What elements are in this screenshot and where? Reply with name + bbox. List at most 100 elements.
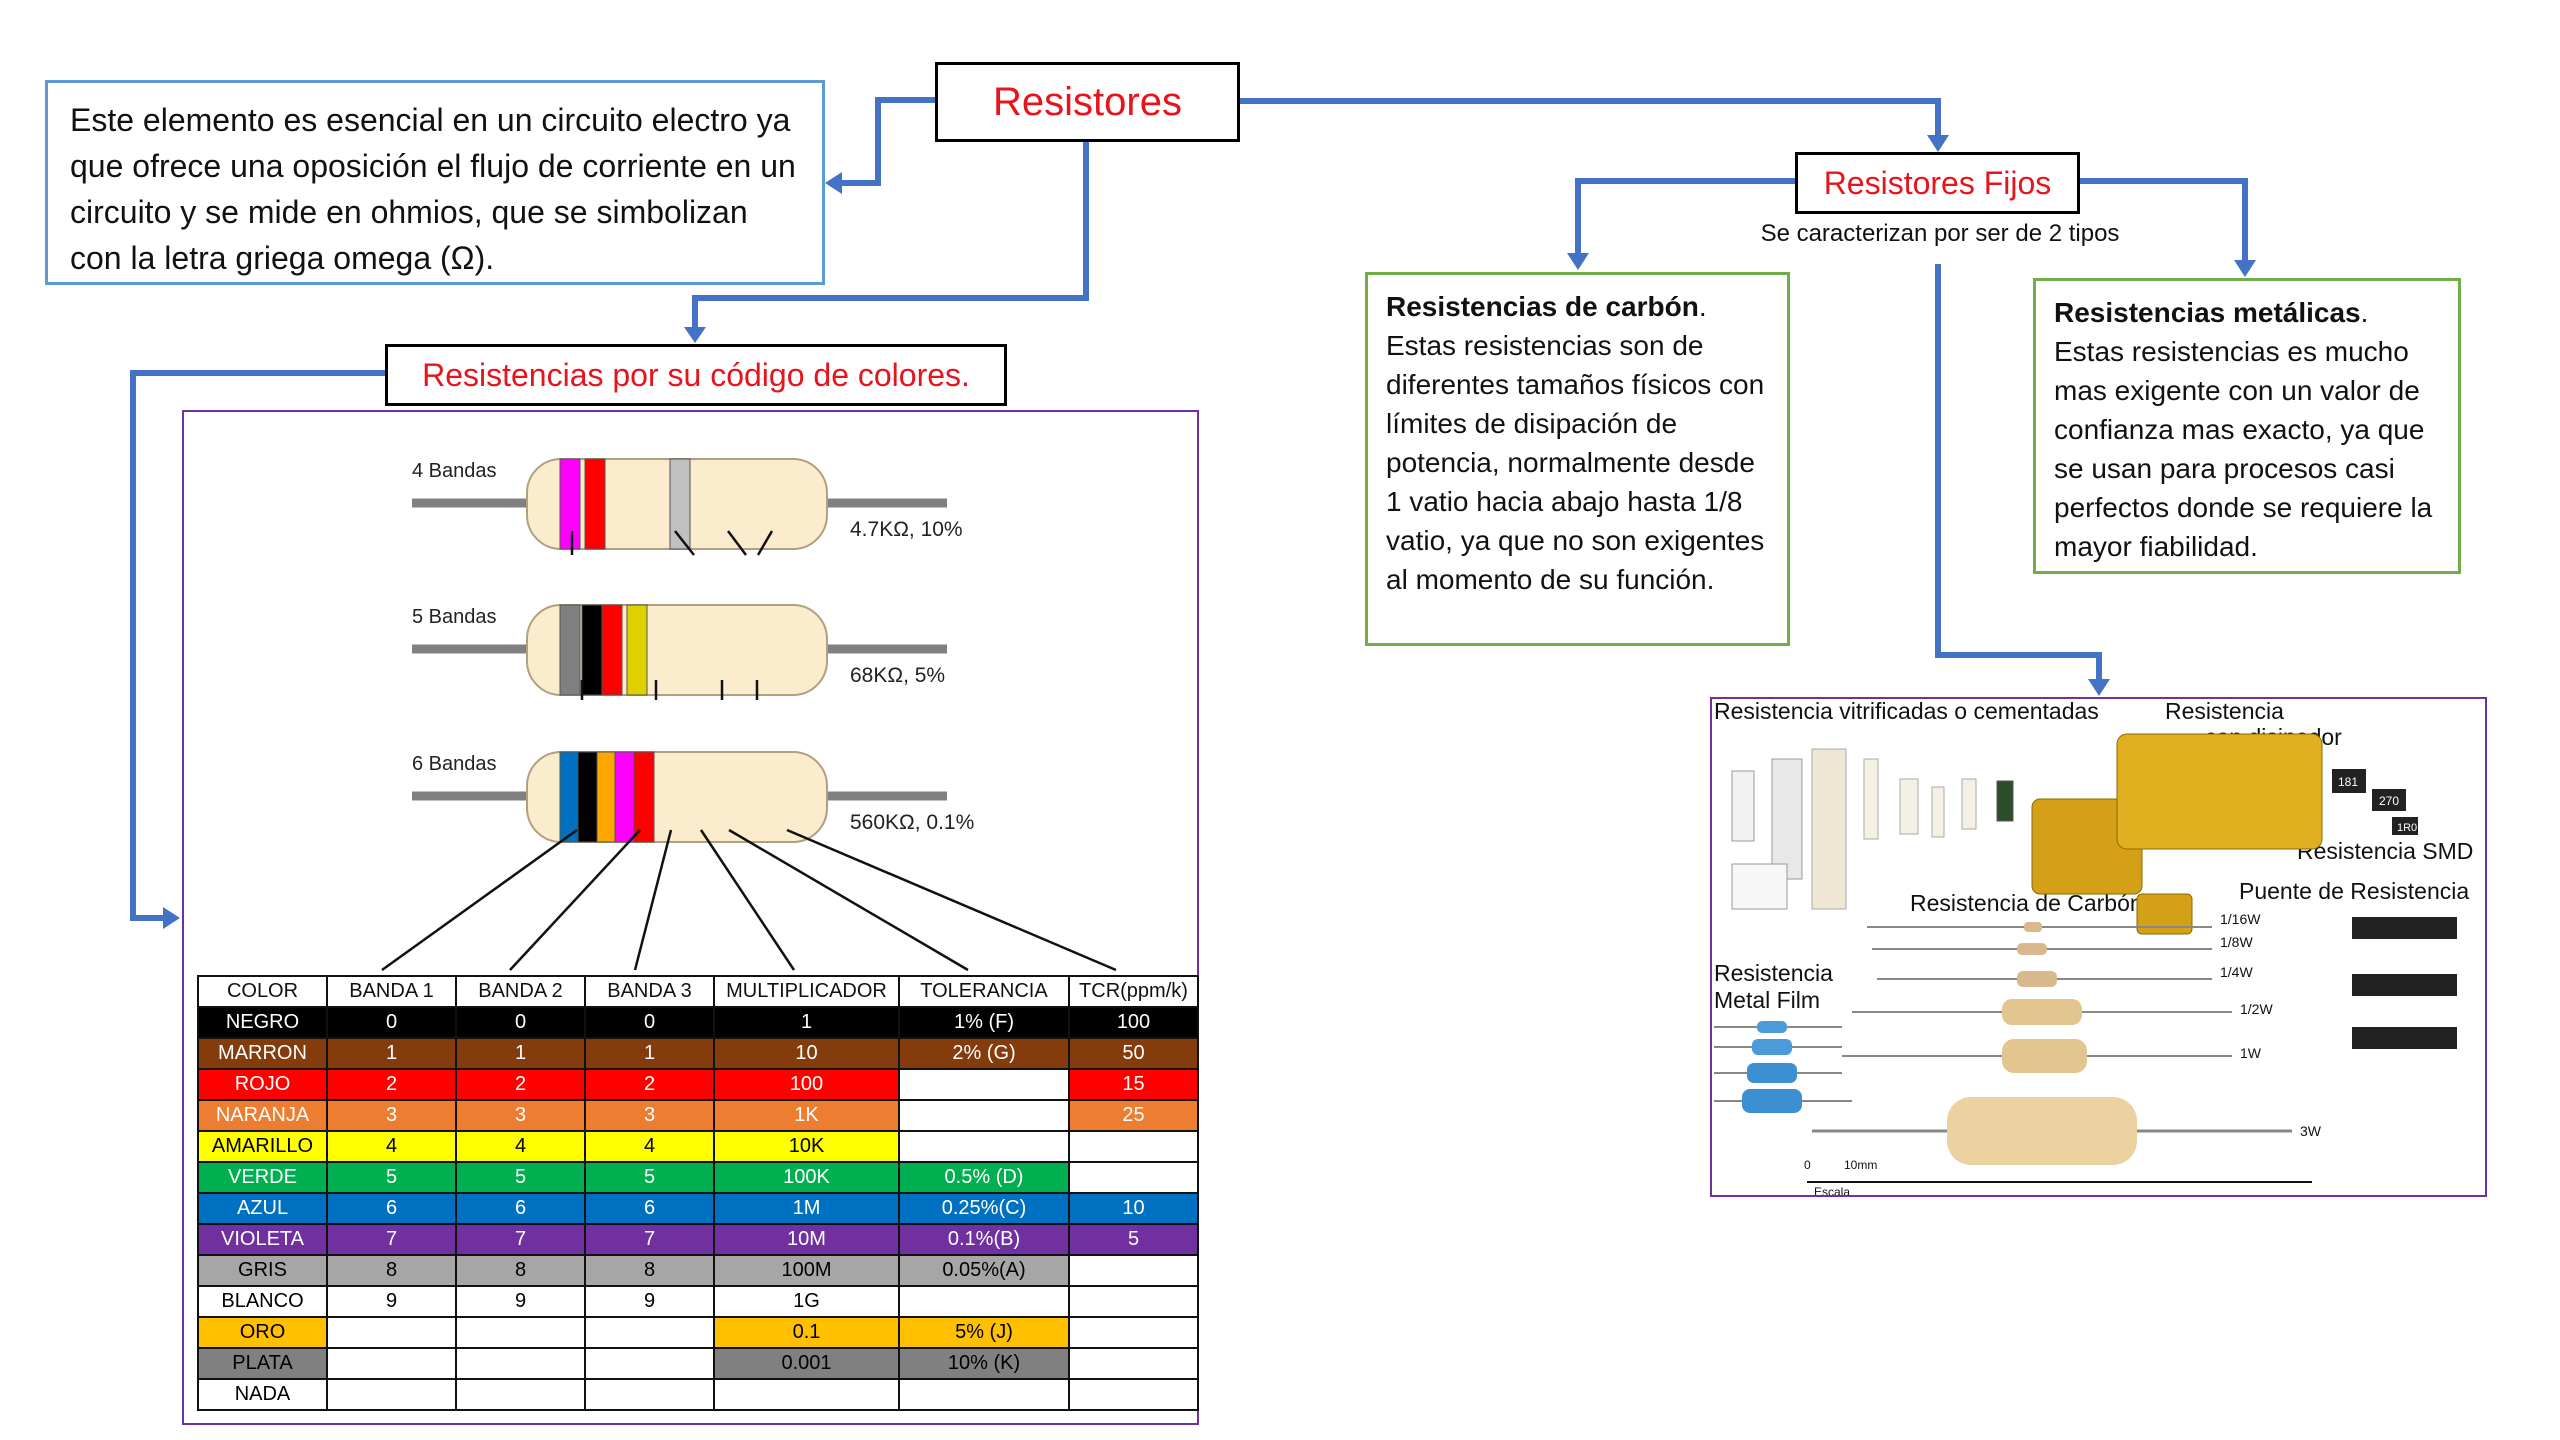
table-cell: BLANCO [197,1285,328,1318]
table-cell: 3 [326,1099,457,1132]
table-cell: 8 [326,1254,457,1287]
watt-1-16: 1/16W [2220,911,2261,927]
arrowhead-photos [2088,679,2110,696]
fixed-resistors-title: Resistores Fijos [1795,152,2080,214]
smd-code-3: 1R0 [2397,822,2417,834]
resistor-band [669,458,691,550]
table-cell [1068,1130,1199,1163]
table-cell: 7 [455,1223,586,1256]
metal-resistors-box: Resistencias metálicas. Estas resistenci… [2033,278,2461,574]
scale-label: Escala [1814,1185,1850,1197]
table-cell: PLATA [197,1347,328,1380]
table-cell: 0.1%(B) [898,1223,1070,1256]
table-cell: 2 [584,1068,715,1101]
table-cell: 1K [713,1099,900,1132]
table-cell: NADA [197,1378,328,1411]
resistor-value-label: 68KΩ, 5% [850,664,945,687]
watt-1-8: 1/8W [2220,934,2253,950]
arrowhead-carbon [1567,253,1589,270]
definition-box: Este elemento es esencial en un circuito… [45,80,825,285]
table-cell: 1 [326,1037,457,1070]
table-cell [326,1347,457,1380]
carbon-body: Estas resistencias son de diferentes tam… [1386,330,1765,595]
table-cell: 10K [713,1130,900,1163]
table-cell: 1M [713,1192,900,1225]
table-cell [1068,1254,1199,1287]
table-cell: 100K [713,1161,900,1194]
arrowhead-metal [2234,260,2256,277]
table-cell [713,1378,900,1411]
table-cell: 2 [326,1068,457,1101]
scale-bar: 0 10mm Escala [1804,1158,2312,1197]
table-cell: 10% (K) [898,1347,1070,1380]
watt-3: 3W [2300,1123,2322,1139]
table-cell [1068,1347,1199,1380]
resistor-band [559,458,581,550]
table-cell: 10M [713,1223,900,1256]
label-disipador-1: Resistencia [2165,699,2284,724]
resistor-band [584,458,606,550]
resistor-value-label: 560KΩ, 0.1% [850,811,974,834]
resistor-band [559,751,581,843]
table-header-cell: BANDA 3 [584,975,715,1008]
table-cell: VERDE [197,1161,328,1194]
table-cell: NARANJA [197,1099,328,1132]
carbon-resistors-image: 1/16W 1/8W 1/4W 1/2W 1W 3W [1812,911,2322,1165]
smd-code-2: 270 [2379,794,2399,808]
table-cell: NEGRO [197,1006,328,1039]
table-cell: 100 [713,1068,900,1101]
table-cell: 3 [584,1099,715,1132]
smd-code-1: 181 [2338,775,2358,789]
table-cell: 4 [326,1130,457,1163]
table-cell [1068,1161,1199,1194]
table-cell: 4 [584,1130,715,1163]
table-cell: 50 [1068,1037,1199,1070]
table-cell: 10 [713,1037,900,1070]
table-cell: 1 [713,1006,900,1039]
table-cell: 9 [455,1285,586,1318]
table-cell: 6 [326,1192,457,1225]
table-cell [898,1068,1070,1101]
arrow-to-color-title [692,142,1089,330]
table-cell [898,1378,1070,1411]
table-cell [455,1316,586,1349]
table-cell [898,1285,1070,1318]
scale-zero: 0 [1804,1158,1811,1172]
label-metal-film-2: Metal Film [1714,987,1820,1013]
band-count-label: 6 Bandas [412,753,497,775]
resistor-band [633,751,655,843]
carbon-resistors-box: Resistencias de carbón. Estas resistenci… [1365,272,1790,646]
table-cell: 0 [455,1006,586,1039]
arrowhead-color-title [684,327,706,343]
arrowhead-definition [825,172,842,194]
table-cell [898,1099,1070,1132]
table-cell [455,1347,586,1380]
carbon-heading-period: . [1698,291,1707,322]
table-cell: 1 [584,1037,715,1070]
table-cell: 9 [326,1285,457,1318]
scale-ten: 10mm [1844,1158,1877,1172]
table-cell: 3 [455,1099,586,1132]
heatsink-resistors-image [2031,733,2323,935]
table-cell: 6 [584,1192,715,1225]
table-cell: 0.001 [713,1347,900,1380]
resistor-band [596,751,618,843]
table-header-cell: COLOR [197,975,328,1008]
arrow-to-metal [2080,178,2248,262]
table-cell: 0.05%(A) [898,1254,1070,1287]
table-cell: 9 [584,1285,715,1318]
table-cell: 5 [326,1161,457,1194]
resistor-value-label: 4.7KΩ, 10% [850,518,963,541]
table-cell [455,1378,586,1411]
cement-resistors-image [1731,748,2014,910]
